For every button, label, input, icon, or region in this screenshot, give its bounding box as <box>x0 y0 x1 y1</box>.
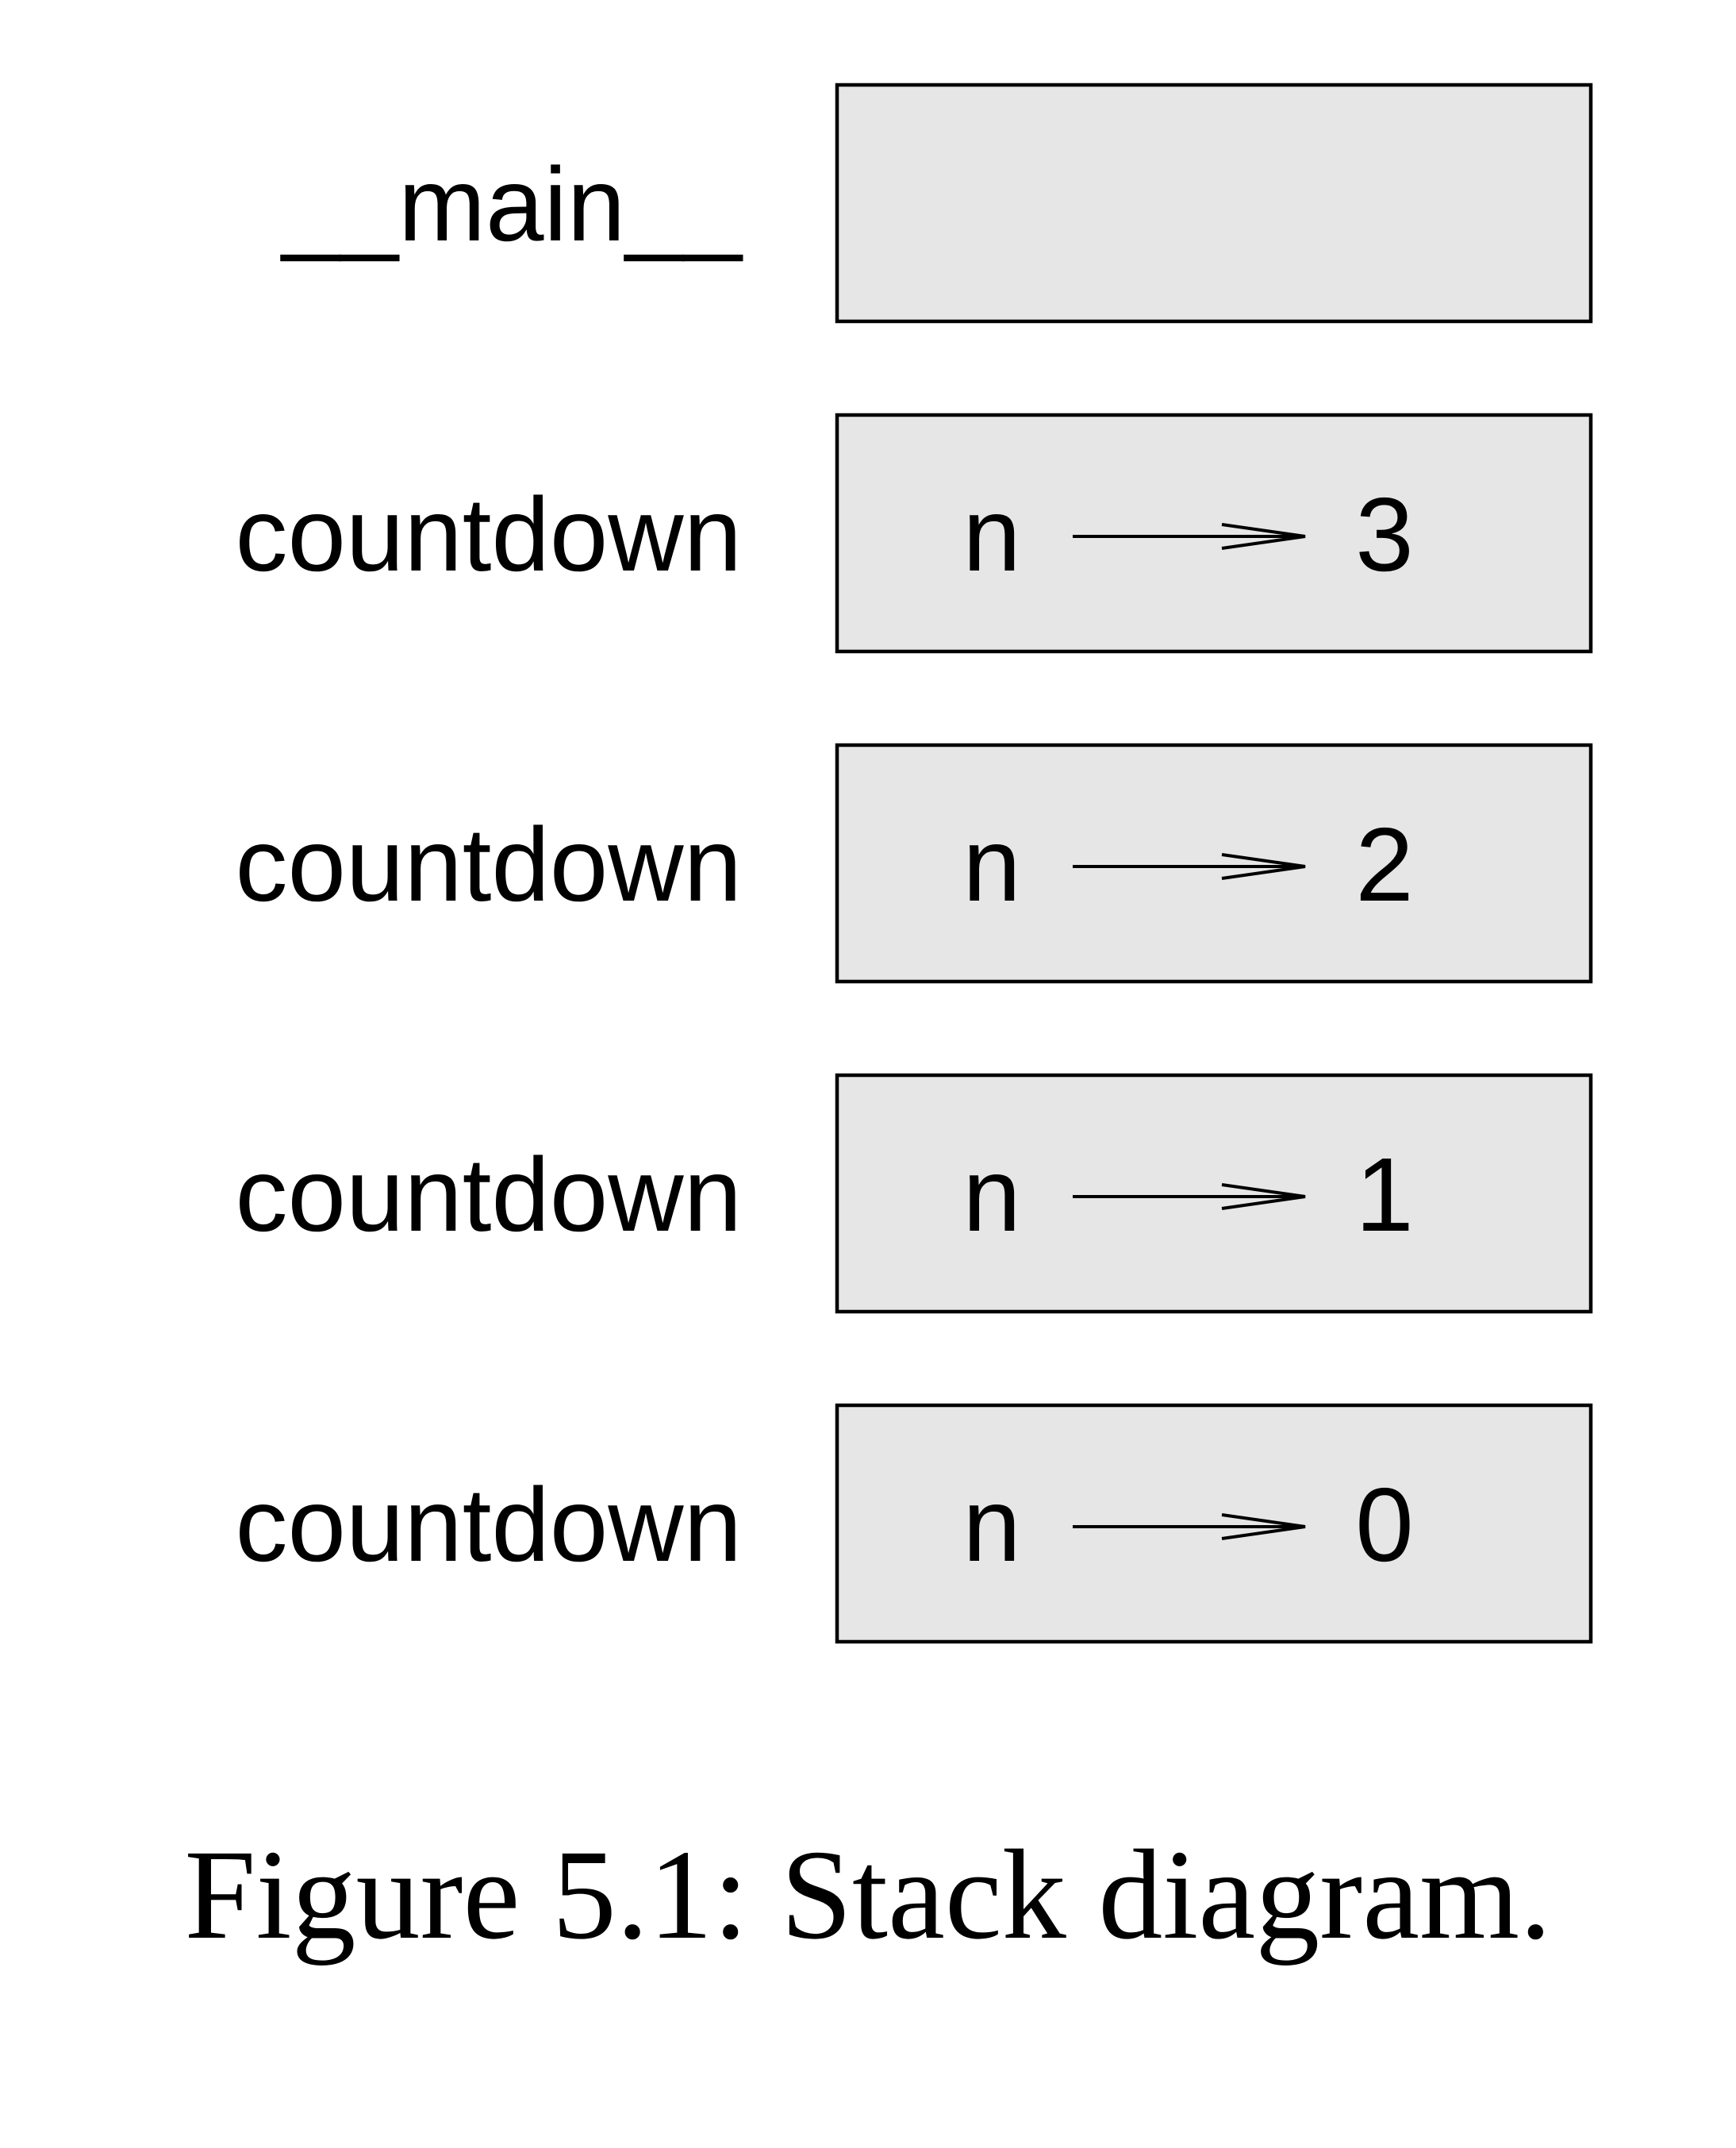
frame-label: __main__ <box>280 146 743 263</box>
stack-frame: countdown n 1 <box>236 1073 1593 1314</box>
variable-name: n <box>962 1466 1020 1583</box>
variable-value: 2 <box>1355 806 1413 923</box>
variable-name: n <box>962 806 1020 923</box>
arrow-icon <box>1073 1183 1306 1210</box>
stack-frame: countdown n 3 <box>236 413 1593 654</box>
frame-box <box>835 83 1593 324</box>
stack-frame: __main__ <box>280 83 1593 324</box>
figure-caption: Figure 5.1: Stack diagram. <box>184 1824 1551 1966</box>
arrow-icon <box>1073 1513 1306 1540</box>
frame-label: countdown <box>236 1136 742 1253</box>
frame-box <box>835 413 1593 654</box>
arrow-icon <box>1073 523 1306 550</box>
variable-value: 0 <box>1355 1466 1413 1583</box>
frames-layer: __main__ countdown n 3 countdown n 2 countdown n… <box>236 83 1593 1644</box>
frame-label: countdown <box>236 806 742 923</box>
variable-value: 3 <box>1355 476 1413 593</box>
frame-box <box>835 1403 1593 1644</box>
variable-value: 1 <box>1355 1136 1413 1253</box>
frame-box <box>835 1073 1593 1314</box>
stack-frame: countdown n 2 <box>236 743 1593 984</box>
arrow-icon <box>1073 853 1306 880</box>
variable-name: n <box>962 1136 1020 1253</box>
frame-label: countdown <box>236 1466 742 1583</box>
frame-label: countdown <box>236 476 742 593</box>
frame-box <box>835 743 1593 984</box>
variable-name: n <box>962 476 1020 593</box>
stack-frame: countdown n 0 <box>236 1403 1593 1644</box>
